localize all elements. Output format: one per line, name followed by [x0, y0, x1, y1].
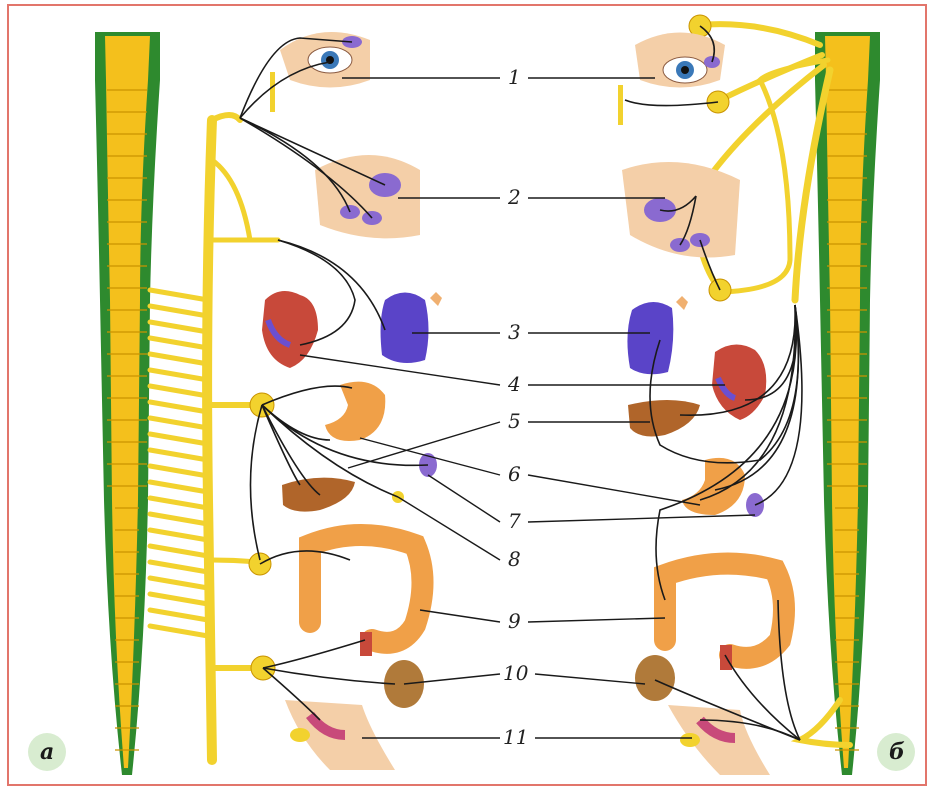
spinal-ramus [150, 498, 208, 508]
panel-label-right: б [889, 739, 905, 765]
spinal-ramus [150, 306, 208, 316]
label-4: 4 [507, 372, 521, 396]
label-3: 3 [508, 320, 521, 344]
spinal-ramus [150, 354, 208, 364]
label-10: 10 [503, 661, 529, 685]
spinal-ramus [150, 562, 208, 572]
label-1: 1 [508, 65, 521, 89]
spinal-ramus [150, 338, 208, 348]
stomach-icon [325, 382, 385, 441]
number-labels: 1 2 3 4 5 6 7 8 9 10 11 [503, 65, 529, 749]
spinal-ramus [150, 466, 208, 476]
rectum-icon [360, 632, 372, 656]
left-efferent-fibers [240, 38, 428, 720]
spinal-ramus [150, 450, 208, 460]
label-5: 5 [508, 409, 521, 433]
eye-icon [618, 33, 725, 126]
spinal-ramus [150, 610, 208, 620]
lung-icon [627, 296, 688, 374]
label-9: 9 [508, 609, 521, 633]
spinal-ramus [150, 370, 208, 380]
label-8: 8 [508, 547, 521, 571]
label-11: 11 [503, 725, 528, 749]
spinal-ramus [150, 434, 208, 444]
label-6: 6 [508, 462, 521, 486]
spinal-ramus [150, 546, 208, 556]
label-7: 7 [508, 509, 521, 533]
spinal-ramus [150, 530, 208, 540]
heart-icon [712, 344, 766, 420]
salivary-gland-icon [315, 155, 420, 238]
pelvis-icon [668, 705, 770, 775]
panel-label-left: а [40, 739, 54, 765]
spinal-ramus [150, 578, 208, 588]
spinal-ramus [150, 514, 208, 524]
spinal-ramus [150, 418, 208, 428]
intestine-icon [665, 564, 784, 658]
intestine-icon [310, 535, 423, 643]
spinal-ramus [150, 386, 208, 396]
spinal-ramus [150, 594, 208, 604]
spinal-ramus [150, 402, 208, 412]
right-spinal-cord [815, 32, 880, 775]
spinal-ramus [150, 626, 208, 636]
pelvis-icon [285, 700, 395, 770]
lung-icon [381, 292, 442, 363]
spinal-ramus [150, 290, 208, 300]
spinal-ramus [150, 322, 208, 332]
spinal-ramus [150, 482, 208, 492]
liver-icon [628, 400, 700, 436]
kidney-icon [635, 655, 675, 701]
label-2: 2 [507, 185, 521, 209]
